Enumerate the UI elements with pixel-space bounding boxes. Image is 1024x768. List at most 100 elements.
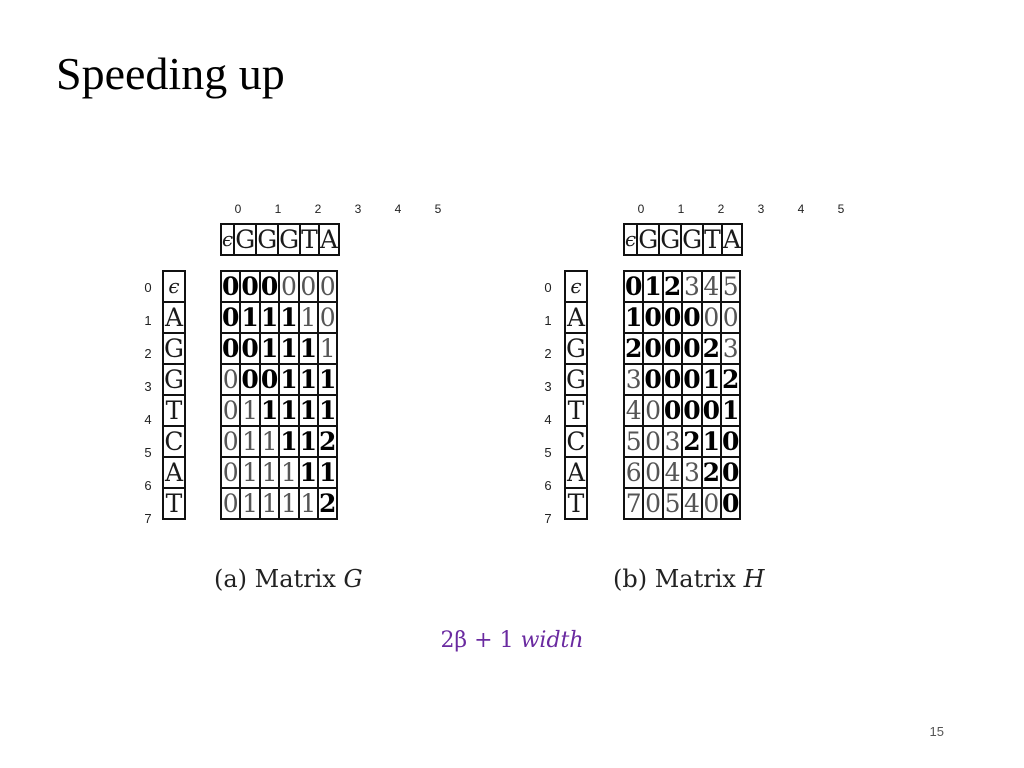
matrix-cell: 1	[239, 487, 261, 520]
matrix-cell: 1	[239, 301, 261, 334]
row-index: 0	[144, 280, 152, 295]
matrix-cell: 0	[219, 425, 242, 458]
caption-variable: H	[743, 565, 765, 593]
slide-title: Speeding up	[56, 48, 285, 99]
matrix-cell: 0	[681, 363, 703, 396]
matrix-cell: 4	[622, 394, 645, 427]
matrix-cell: 1	[278, 301, 300, 334]
matrix-cell: 1	[258, 456, 281, 489]
matrix-cell: 2	[700, 456, 723, 489]
row-index: 2	[144, 346, 152, 361]
column-index: 2	[717, 202, 725, 216]
matrix-cell: 0	[700, 487, 723, 520]
column-header-cell: G	[680, 223, 705, 256]
matrix-cell: 1	[297, 456, 320, 489]
matrix-cell: 1	[317, 332, 339, 365]
matrix-cell: 1	[258, 332, 281, 365]
matrix-cell: 4	[661, 456, 684, 489]
matrix-cell: 0	[720, 425, 742, 458]
matrix-cell: 2	[317, 425, 339, 458]
matrix-cell: 5	[720, 270, 742, 303]
matrix-g-caption: (a) Matrix G	[214, 565, 363, 593]
matrix-cell: 1	[278, 425, 300, 458]
matrix-cell: 0	[642, 332, 664, 365]
matrix-cell: 2	[622, 332, 645, 365]
matrix-cell: 0	[258, 363, 281, 396]
row-index: 1	[544, 313, 552, 328]
row-header-cell: A	[564, 456, 588, 489]
matrix-cell: 1	[297, 332, 320, 365]
matrix-cell: 0	[219, 332, 242, 365]
matrix-cell: 1	[700, 425, 723, 458]
matrix-cell: 1	[258, 425, 281, 458]
matrix-cell: 1	[258, 301, 281, 334]
matrix-cell: 5	[661, 487, 684, 520]
matrix-cell: 0	[720, 487, 742, 520]
matrix-cell: 0	[219, 363, 242, 396]
matrix-cell: 0	[661, 332, 684, 365]
matrix-cell: 0	[720, 301, 742, 334]
row-header-cell: G	[162, 332, 186, 365]
matrix-cell: 0	[681, 332, 703, 365]
matrix-cell: 1	[317, 456, 339, 489]
row-index: 3	[144, 379, 152, 394]
formula-word: width	[520, 628, 584, 653]
column-index: 4	[797, 202, 805, 216]
column-index: 4	[394, 202, 402, 216]
row-header-cell: A	[162, 456, 186, 489]
column-index: 2	[314, 202, 322, 216]
column-header-cell: T	[702, 223, 723, 256]
matrix-cell: 0	[239, 332, 261, 365]
matrix-cell: 0	[219, 394, 242, 427]
matrix-cell: 1	[239, 394, 261, 427]
matrix-cell: 1	[278, 332, 300, 365]
matrix-cell: 0	[681, 301, 703, 334]
matrix-cell: 0	[622, 270, 645, 303]
row-index: 5	[144, 445, 152, 460]
matrix-cell: 1	[239, 456, 261, 489]
caption-variable: G	[343, 565, 363, 593]
row-header-cell: C	[564, 425, 588, 458]
matrix-cell: 1	[642, 270, 664, 303]
row-index: 0	[544, 280, 552, 295]
matrix-cell: 1	[258, 394, 281, 427]
matrix-cell: 4	[681, 487, 703, 520]
matrix-cell: 1	[297, 425, 320, 458]
matrix-cell: 0	[239, 270, 261, 303]
matrix-cell: 0	[642, 456, 664, 489]
row-header-cell: A	[564, 301, 588, 334]
row-index: 6	[544, 478, 552, 493]
row-header-cell: ϵ	[564, 270, 588, 303]
matrix-cell: 0	[239, 363, 261, 396]
matrix-cell: 0	[720, 456, 742, 489]
column-index: 1	[677, 202, 685, 216]
band-width-formula: 2β + 1 width	[0, 628, 1024, 653]
column-header-cell: G	[233, 223, 258, 256]
matrix-cell: 1	[239, 425, 261, 458]
matrix-cell: 0	[661, 301, 684, 334]
matrix-cell: 1	[278, 487, 300, 520]
matrix-cell: 7	[622, 487, 645, 520]
matrix-cell: 1	[258, 487, 281, 520]
matrix-cell: 0	[661, 394, 684, 427]
matrix-cell: 1	[700, 363, 723, 396]
matrix-cell: 3	[622, 363, 645, 396]
matrix-cell: 3	[681, 270, 703, 303]
matrix-cell: 0	[297, 270, 320, 303]
matrix-cell: 0	[642, 487, 664, 520]
